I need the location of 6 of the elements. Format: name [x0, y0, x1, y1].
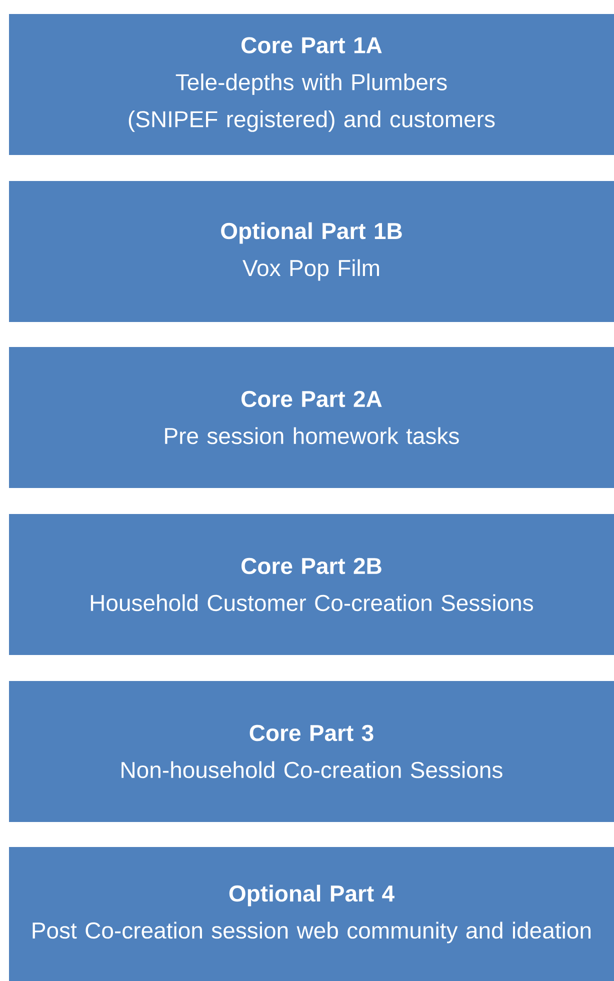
process-box: Core Part 1A Tele-depths with Plumbers (SNIPEF registered) and customers — [9, 14, 614, 155]
process-box: Core Part 2A Pre session homework tasks — [9, 347, 614, 488]
process-box: Optional Part 4 Post Co-creation session web community and ideation — [9, 847, 614, 981]
process-box: Optional Part 1B Vox Pop Film — [9, 181, 614, 322]
process-box: Core Part 3 Non-household Co-creation Sessions — [9, 681, 614, 822]
process-box: Core Part 2B Household Customer Co-creation Sessions — [9, 514, 614, 655]
